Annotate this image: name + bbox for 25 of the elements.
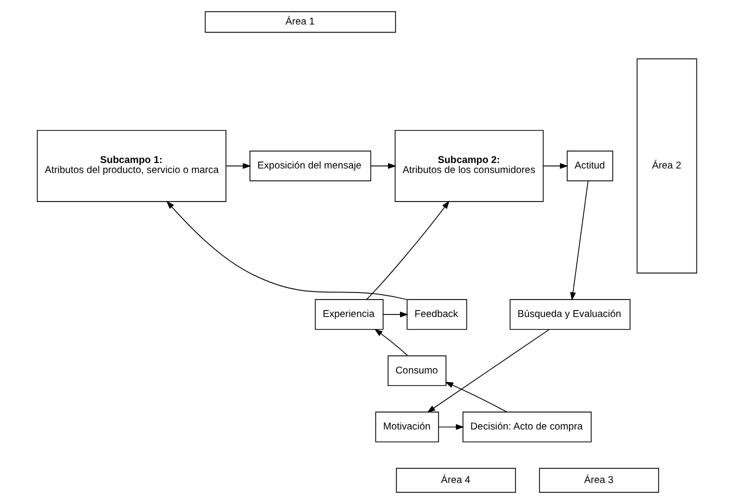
node-box: Búsqueda y Evaluación <box>510 299 630 330</box>
node-box: Área 2 <box>636 58 698 274</box>
node-box: Feedback <box>406 299 468 330</box>
arrow <box>366 200 450 300</box>
arrow <box>438 424 464 430</box>
node-box: Subcampo 1: Atributos del producto, servicio o marca <box>36 130 226 202</box>
node-box: Experiencia <box>314 299 384 330</box>
node-box: Decisión: Acto de compra <box>462 412 592 442</box>
arrow <box>374 328 408 356</box>
arrow <box>226 163 252 169</box>
node-box: Motivación <box>375 412 439 442</box>
node-box: Área 3 <box>539 468 660 493</box>
node-box: Área 4 <box>396 468 516 493</box>
node-box: Área 1 <box>204 11 396 33</box>
node-box: Subcampo 2: Atributos de los consumidores <box>394 130 544 202</box>
arrow <box>444 382 508 412</box>
arrow <box>542 163 568 169</box>
arrow <box>570 180 588 301</box>
node-box: Actitud <box>566 150 614 182</box>
arrow <box>383 312 408 318</box>
arrow <box>166 200 408 300</box>
node-box: Consumo <box>388 355 446 386</box>
arrow <box>370 163 396 169</box>
arrow <box>426 329 550 413</box>
node-box: Exposición del mensaje <box>250 150 372 182</box>
